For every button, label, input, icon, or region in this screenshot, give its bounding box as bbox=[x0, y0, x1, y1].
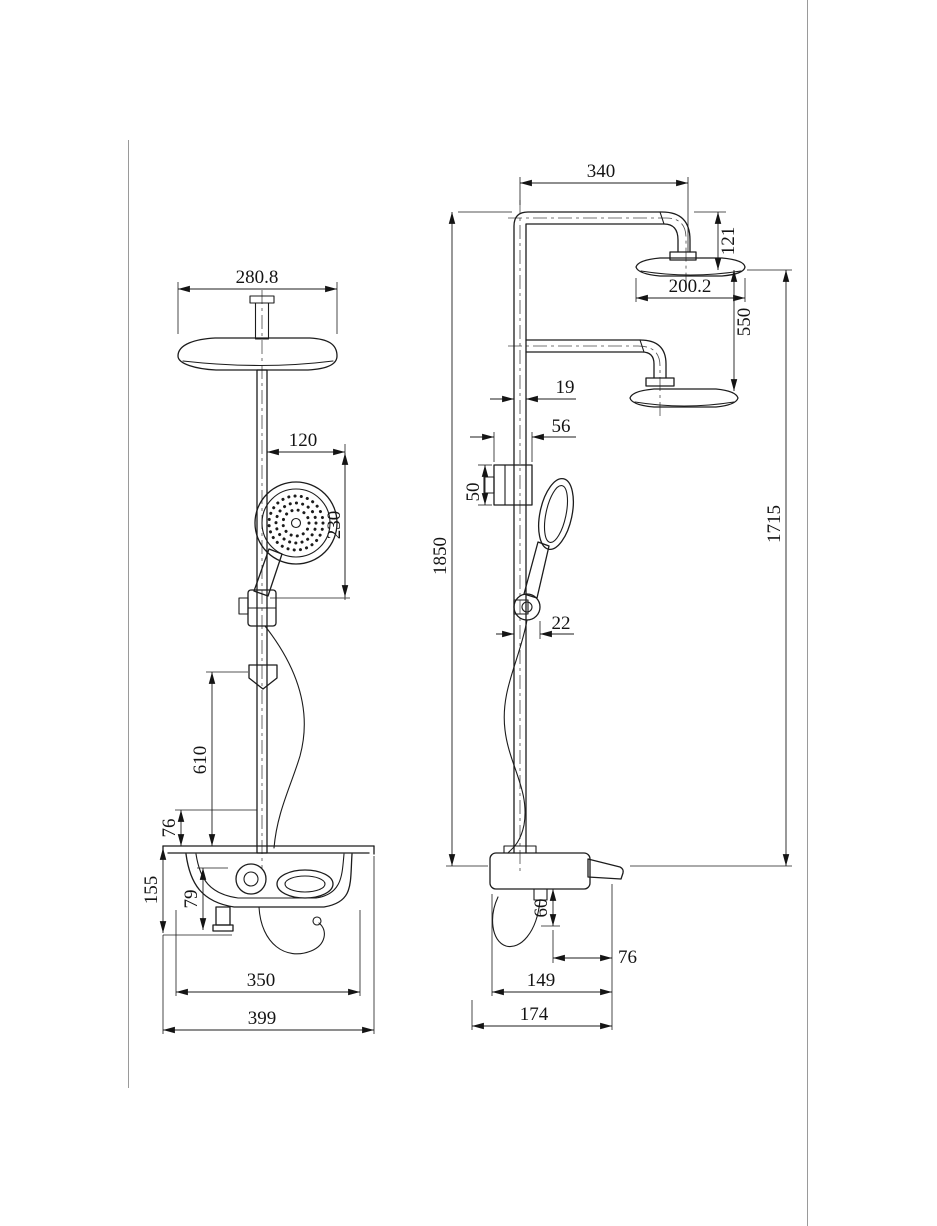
shower-hose-front bbox=[264, 625, 305, 849]
centerline-lower-arm bbox=[508, 345, 661, 416]
dim-heads-gap: 550 bbox=[730, 270, 755, 391]
spray-dots-inner bbox=[281, 508, 311, 538]
dim-label: 120 bbox=[289, 430, 318, 451]
dim-head-width: 280.8 bbox=[177, 267, 338, 334]
dim-label: 121 bbox=[718, 227, 739, 256]
lower-head-nut bbox=[645, 377, 675, 387]
lower-head-side bbox=[629, 388, 739, 408]
dim-label: 550 bbox=[734, 308, 755, 337]
dim-label: 610 bbox=[190, 746, 211, 775]
dim-shelf-width: 350 bbox=[175, 910, 361, 996]
dim-label: 22 bbox=[552, 613, 571, 634]
dim-label: 60 bbox=[531, 899, 552, 918]
dim-overall-height: 1850 bbox=[430, 211, 512, 867]
rain-head-front bbox=[177, 295, 338, 371]
dim-shelf-rise: 76 bbox=[159, 809, 257, 846]
mixer-side bbox=[489, 845, 624, 948]
dim-head-diameter: 200.2 bbox=[635, 276, 746, 302]
spout-front bbox=[215, 906, 231, 926]
dim-label: 76 bbox=[618, 947, 637, 968]
wall-bracket bbox=[483, 464, 533, 506]
shower-holder-front bbox=[238, 589, 277, 627]
dim-spout-drop-front: 79 bbox=[181, 867, 228, 930]
hose-bottom-loop bbox=[492, 896, 541, 948]
dim-arm-reach: 340 bbox=[519, 161, 689, 252]
dim-label: 340 bbox=[587, 161, 616, 182]
spray-dots-mid bbox=[274, 501, 318, 545]
dim-handle-reach: 76 bbox=[552, 884, 637, 1030]
dim-label: 149 bbox=[527, 970, 556, 991]
dim-holder-knob: 22 bbox=[496, 613, 574, 639]
dim-label: 174 bbox=[520, 1004, 549, 1025]
hose-fitting bbox=[533, 888, 548, 901]
riser-pipe bbox=[513, 211, 691, 854]
dim-label: 76 bbox=[159, 819, 180, 838]
dim-bracket-width: 56 bbox=[470, 416, 576, 462]
dim-outlet-drop: 60 bbox=[531, 889, 560, 927]
lower-arm bbox=[525, 339, 667, 379]
dim-slide-bar: 610 bbox=[190, 671, 248, 846]
centerline-top-arm bbox=[508, 217, 687, 288]
front-view: 280.8 120 230 610 76 bbox=[141, 267, 375, 1034]
dim-label: 230 bbox=[324, 511, 345, 540]
dim-label: 1850 bbox=[430, 537, 451, 575]
dim-shelf-depth: 155 bbox=[141, 848, 232, 936]
top-head-side bbox=[635, 257, 746, 277]
dim-label: 200.2 bbox=[669, 276, 712, 297]
dim-bracket-height: 50 bbox=[463, 464, 492, 506]
mixer-handle bbox=[587, 858, 624, 880]
dim-label: 50 bbox=[463, 483, 484, 502]
dim-label: 1715 bbox=[764, 505, 785, 543]
hose-side bbox=[503, 619, 528, 854]
diverter-knob bbox=[235, 863, 267, 895]
dim-hand-height: 230 bbox=[270, 453, 350, 599]
dim-spout-reach: 149 bbox=[491, 894, 612, 996]
dim-label: 19 bbox=[556, 377, 575, 398]
holder-side bbox=[513, 593, 541, 621]
side-view: 340 121 200.2 550 19 bbox=[430, 161, 792, 1030]
top-head-nut bbox=[669, 251, 697, 261]
dim-label: 399 bbox=[248, 1008, 277, 1029]
dim-head-drop: 121 bbox=[694, 211, 792, 271]
dim-label: 280.8 bbox=[236, 267, 279, 288]
dim-label: 56 bbox=[552, 416, 571, 437]
dim-head-height: 1715 bbox=[630, 270, 792, 867]
dim-label: 350 bbox=[247, 970, 276, 991]
spray-dots-outer bbox=[267, 494, 325, 552]
bar-end-stop bbox=[248, 664, 278, 690]
hand-shower-front bbox=[253, 481, 338, 597]
dim-overall-depth: 174 bbox=[471, 1000, 612, 1030]
dim-label: 79 bbox=[181, 890, 202, 909]
dim-overall-width: 399 bbox=[162, 856, 375, 1034]
soap-dish bbox=[276, 869, 334, 899]
hand-shower-handle bbox=[253, 548, 283, 597]
hose-under-shelf bbox=[258, 906, 325, 955]
dim-pipe-width: 19 bbox=[490, 377, 576, 403]
dim-label: 155 bbox=[141, 876, 162, 905]
hand-shower-handle-side bbox=[523, 541, 550, 599]
